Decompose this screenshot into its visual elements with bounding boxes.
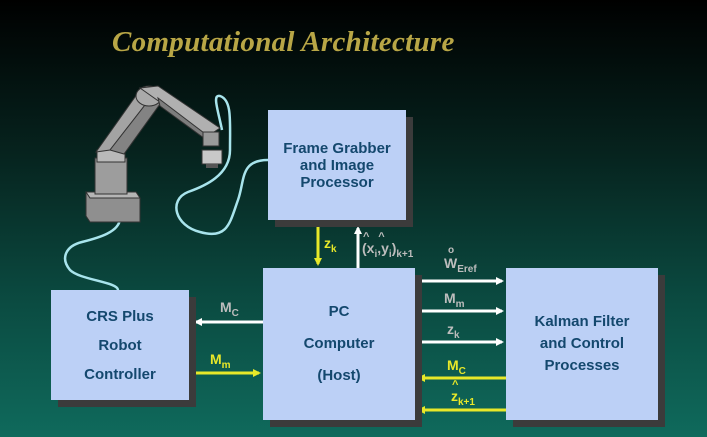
label-mc-back-sub: C [458,366,466,377]
frame-grabber-line-2: and Image [299,156,375,174]
label-xy-estimate: (xi,yi)k+1 [362,232,414,260]
crs-line-2: Robot [98,336,142,354]
crs-line-3: Controller [84,365,156,383]
label-xy-x: (x [362,232,374,255]
page-title: Computational Architecture [112,26,455,58]
label-mc-left-main: M [220,299,232,315]
robot-arm-illustration [63,85,269,291]
label-zk-kalman-main: z [447,321,454,337]
label-zk-down: zk [324,236,337,255]
label-mc-back-main: M [447,357,459,373]
label-w-eref-sub: Eref [457,264,477,275]
label-mm-right-main: M [210,351,222,367]
label-zk1-back: zk+1 [451,380,475,408]
label-xy-sub: k+1 [396,249,414,260]
kalman-filter-box: Kalman Filter and Control Processes [506,268,658,420]
pc-line-1: PC [328,303,350,320]
kalman-line-3: Processes [544,357,620,374]
label-zk1-back-main: z [451,380,458,403]
kalman-line-2: and Control [539,335,625,352]
crs-line-1: CRS Plus [86,307,154,325]
frame-grabber-line-1: Frame Grabber [283,139,391,157]
pc-line-2: Computer [303,335,375,352]
label-xy-close: ) [391,240,397,256]
crs-robot-controller-box: CRS Plus Robot Controller [51,290,189,400]
frame-grabber-line-3: Processor [300,173,374,191]
label-w-eref: WEref [444,246,477,275]
label-mc-back: MC [447,358,466,377]
robot-cable [63,217,122,291]
camera-cable [175,94,269,235]
label-mm-kalman: Mm [444,291,465,310]
label-zk1-back-sub: k+1 [458,397,475,408]
label-zk-kalman: zk [447,322,460,341]
label-xy-sub-i-2: i [388,249,392,260]
label-mc-left: MC [220,300,239,319]
label-mm-kalman-sub: m [455,299,465,310]
pc-computer-box: PC Computer (Host) [263,268,415,420]
label-mm-kalman-main: M [444,290,456,306]
label-w-eref-main: W [444,246,457,270]
label-zk-kalman-sub: k [454,330,460,341]
label-zk-down-main: z [324,235,331,251]
label-xy-sub-i: i [374,249,378,260]
label-zk-down-sub: k [331,244,337,255]
pc-line-3: (Host) [317,367,361,384]
kalman-line-1: Kalman Filter [534,313,630,330]
label-mm-right: Mm [210,352,231,371]
label-mm-right-sub: m [221,360,231,371]
frame-grabber-box: Frame Grabber and Image Processor [268,110,406,220]
label-xy-y: ,y [377,232,389,255]
label-mc-left-sub: C [231,308,239,319]
